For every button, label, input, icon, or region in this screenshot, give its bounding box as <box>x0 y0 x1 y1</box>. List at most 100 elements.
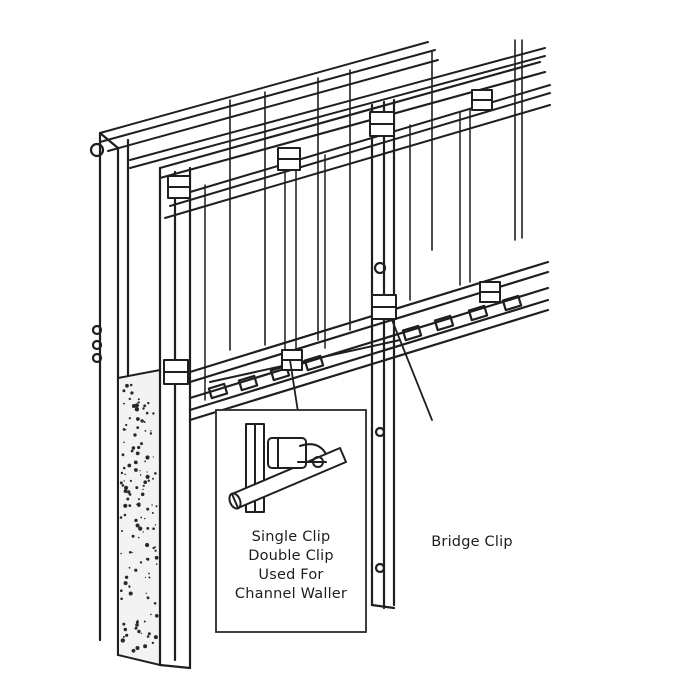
concrete-speckle <box>144 430 147 432</box>
concrete-speckle <box>143 480 147 485</box>
concrete-speckle <box>138 526 143 531</box>
clip-joint <box>167 175 191 199</box>
clip-joint <box>163 359 189 385</box>
concrete-speckle <box>127 463 132 468</box>
concrete-speckle <box>144 460 147 463</box>
concrete-speckle <box>146 635 150 638</box>
concrete-speckle <box>143 644 148 649</box>
concrete-speckle <box>151 641 155 645</box>
concrete-speckle <box>128 591 133 596</box>
caption-line: Single Clip <box>251 529 331 545</box>
concrete-speckle <box>145 455 150 460</box>
concrete-speckle <box>123 627 128 632</box>
concrete-speckle <box>133 460 138 465</box>
concrete-speckle <box>122 466 126 470</box>
concrete-speckle <box>128 566 131 569</box>
clip-joint <box>371 294 397 320</box>
concrete-speckle <box>129 383 133 387</box>
concrete-speckle <box>140 442 143 446</box>
concrete-speckle <box>155 563 158 565</box>
concrete-speckle <box>125 423 128 427</box>
concrete-speckle <box>134 568 138 572</box>
concrete-speckle <box>146 527 150 530</box>
concrete-speckle <box>135 486 139 490</box>
concrete-speckle <box>151 504 153 506</box>
concrete-speckle <box>121 453 125 457</box>
concrete-speckle <box>142 531 144 533</box>
concrete-speckle <box>119 481 123 485</box>
single-double-clip-caption: Single Clip Double Clip Used For Channel… <box>216 528 366 604</box>
single-clip-illustration <box>228 423 347 513</box>
concrete-speckle <box>133 433 137 437</box>
concrete-speckle <box>139 474 142 476</box>
concrete-speckle <box>145 411 149 415</box>
concrete-speckle <box>125 383 129 388</box>
concrete-speckle <box>123 402 125 405</box>
leader-line-bridge-clip <box>391 319 433 421</box>
concrete-speckle <box>120 589 123 592</box>
concrete-speckle <box>134 407 140 412</box>
concrete-speckle <box>120 638 126 643</box>
concrete-speckle <box>128 504 132 507</box>
concrete-speckle <box>137 401 140 404</box>
concrete-speckle <box>153 635 158 640</box>
concrete-speckle <box>146 507 150 511</box>
concrete-speckle <box>147 401 150 405</box>
clip-joint <box>479 281 501 303</box>
concrete-speckle <box>152 527 155 530</box>
concrete-speckle <box>143 620 146 623</box>
concrete-speckle <box>155 614 159 618</box>
concrete-speckle <box>126 497 130 501</box>
clip-joint <box>277 147 301 171</box>
caption-line: Double Clip <box>248 548 334 564</box>
concrete-speckle <box>130 449 134 453</box>
concrete-speckle <box>144 576 147 579</box>
concrete-speckle <box>148 576 151 579</box>
concrete-speckle <box>147 632 151 636</box>
concrete-speckle <box>137 398 140 401</box>
concrete-speckle <box>131 551 133 554</box>
concrete-speckle <box>149 432 153 435</box>
concrete-speckle <box>136 426 140 429</box>
concrete-speckle <box>128 397 131 401</box>
clip-joint <box>471 89 493 111</box>
concrete-speckle <box>134 403 139 408</box>
concrete-speckle <box>122 428 126 431</box>
concrete-speckle <box>135 620 139 624</box>
concrete-speckle <box>124 485 129 490</box>
concrete-speckle <box>122 389 126 393</box>
concrete-speckle <box>135 623 139 627</box>
concrete-speckle <box>124 473 126 476</box>
concrete-speckle <box>120 552 122 555</box>
concrete-speckle <box>128 490 130 492</box>
concrete-speckle <box>137 629 141 634</box>
concrete-speckle <box>119 516 123 519</box>
concrete-speckle <box>146 471 148 473</box>
concrete-speckle <box>131 446 136 450</box>
concrete-speckle <box>143 404 147 408</box>
concrete-speckle <box>154 472 157 475</box>
concrete-speckle <box>152 456 154 458</box>
concrete-speckle <box>122 622 126 626</box>
concrete-speckle <box>148 572 151 575</box>
concrete-speckle <box>145 474 150 479</box>
concrete-speckle <box>131 534 135 538</box>
concrete-speckle <box>120 471 124 475</box>
back-form-panel <box>99 39 523 383</box>
concrete-speckle <box>137 536 140 539</box>
concrete-speckle <box>140 419 144 423</box>
concrete-speckle <box>146 596 150 600</box>
concrete-speckle <box>154 549 157 552</box>
concrete-speckle <box>154 524 157 526</box>
concrete-speckle <box>139 561 143 564</box>
concrete-speckle <box>140 632 143 635</box>
concrete-speckle <box>152 477 154 480</box>
concrete-speckle <box>137 498 140 501</box>
concrete-speckle <box>142 407 145 410</box>
concrete-speckle <box>136 417 140 421</box>
concrete-speckle <box>128 493 132 496</box>
concrete-speckle <box>135 523 140 528</box>
concrete-speckle <box>150 613 152 616</box>
concrete-speckle <box>151 512 154 514</box>
